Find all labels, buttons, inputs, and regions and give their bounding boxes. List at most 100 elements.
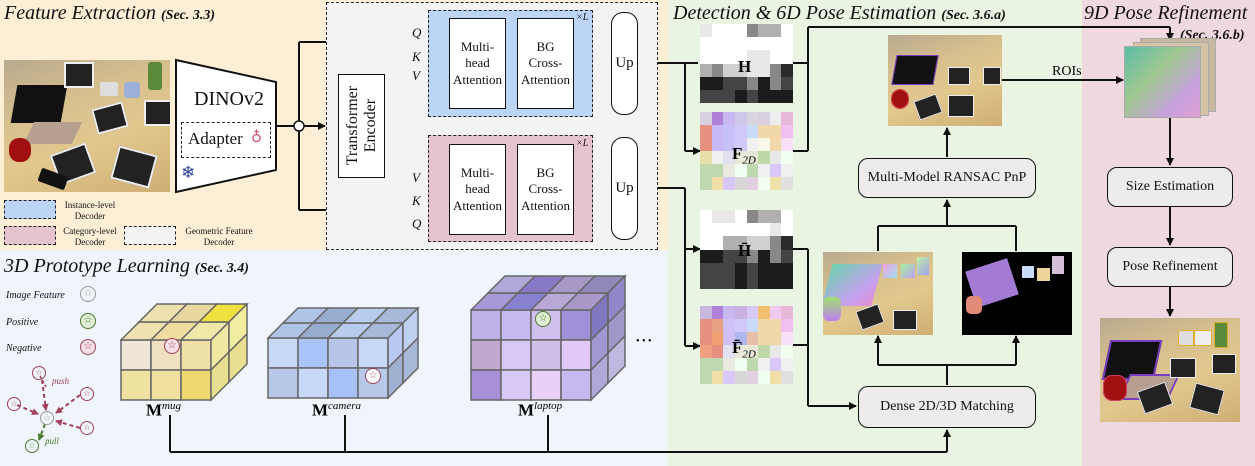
feature-extraction-title: Feature Extraction (Sec. 3.3) (4, 2, 215, 25)
positive-star-icon: ☆ (80, 313, 96, 329)
grid-cell (758, 37, 770, 51)
grid-cell (734, 76, 747, 90)
grid-cell (723, 262, 735, 276)
grid-cell (700, 249, 712, 263)
grid-cell (746, 275, 759, 289)
transformer-encoder-box: Transformer Encoder (338, 74, 385, 178)
legend-label-geometric: Geometric Feature Decoder (185, 226, 253, 247)
grid-cell (746, 24, 759, 38)
grid-cell (769, 89, 782, 103)
grid-cell (781, 249, 793, 263)
grid-cell (746, 371, 759, 384)
grid-cell (723, 37, 735, 51)
grid-cell (700, 63, 712, 77)
prototype-cube-mug (120, 303, 249, 402)
grid-cell (758, 24, 770, 38)
marker (1170, 358, 1196, 378)
grid-cell (781, 50, 793, 64)
grid-cell (700, 89, 712, 103)
size-estimation-box: Size Estimation (1107, 167, 1233, 207)
cube-cell (327, 367, 359, 399)
cube-cell (470, 369, 502, 401)
grid-cell (734, 306, 747, 319)
cube-cell (150, 369, 182, 401)
cube-cell (560, 309, 592, 341)
grid-cell (711, 275, 724, 289)
box-object (1194, 330, 1212, 346)
grid-cell (781, 164, 793, 177)
grid-cell (769, 37, 782, 51)
cube-cell (470, 339, 502, 371)
grid-cell (781, 125, 793, 138)
pull-label: pull (45, 436, 60, 446)
grid-cell (711, 50, 724, 64)
grid-cell (769, 358, 782, 371)
grid-cell (734, 262, 747, 276)
grid-cell (734, 151, 747, 164)
grid-cell (723, 164, 735, 177)
grid-cell (746, 345, 759, 358)
grid-cell (746, 125, 759, 138)
grid-cell (700, 275, 712, 289)
positive-star-icon: ☆ (25, 439, 39, 453)
grid-cell (769, 50, 782, 64)
legend-label-category: Category-level Decoder (63, 226, 117, 247)
prototype-class: mug (162, 400, 181, 412)
ransac-pnp-box: Multi-Model RANSAC PnP (858, 158, 1036, 198)
cube-cell (560, 339, 592, 371)
nocs-mug (823, 297, 841, 321)
feature-map-f2d-bar (700, 306, 793, 384)
grid-cell (781, 210, 793, 224)
marker (1189, 382, 1225, 416)
grid-cell (769, 177, 782, 190)
grid-cell (758, 275, 770, 289)
grid-cell (746, 249, 759, 263)
grid-cell (769, 345, 782, 358)
camera-object (1178, 330, 1194, 346)
grid-cell (711, 262, 724, 276)
section-ref: (Sec. 3.3) (161, 8, 216, 23)
grid-cell (769, 249, 782, 263)
legend-negative-label: Negative (6, 343, 42, 354)
grid-cell (781, 24, 793, 38)
laptop-base (23, 122, 83, 144)
cube-cell (500, 339, 532, 371)
grid-cell (734, 63, 747, 77)
grid-cell (758, 345, 770, 358)
input-label-q: Q (412, 25, 422, 40)
negative-star-icon: ☆ (80, 387, 94, 401)
grid-cell (769, 138, 782, 151)
f2d-bar-symbol: F̄ (732, 338, 743, 357)
grid-cell (700, 332, 712, 345)
grid-cell (711, 332, 724, 345)
cube-cell (530, 369, 562, 401)
grid-cell (734, 332, 747, 345)
grid-cell (711, 210, 724, 224)
grid-cell (723, 112, 735, 125)
marker (144, 100, 170, 126)
cube-cell (297, 337, 329, 369)
grid-cell (746, 50, 759, 64)
grid-cell (758, 249, 770, 263)
instance-bg-attention-box: BG Cross-Attention (517, 18, 574, 109)
heatmap-h-bar-label: H̄ (738, 241, 752, 260)
prototype-cube-camera (267, 307, 420, 400)
prototype-learning-title: 3D Prototype Learning (Sec. 3.4) (4, 255, 249, 278)
grid-cell (758, 63, 770, 77)
adapter-box (181, 122, 271, 158)
can (148, 62, 162, 90)
grid-cell (769, 24, 782, 38)
cube-cell (500, 369, 532, 401)
dense-matching-box: Dense 2D/3D Matching (858, 386, 1036, 428)
grid-cell (746, 210, 759, 224)
cube-cell (470, 309, 502, 341)
grid-cell (758, 371, 770, 384)
cube-cell (297, 367, 329, 399)
cube-cell (120, 339, 152, 371)
legend-label-instance: Instance-level Decoder (64, 200, 116, 221)
marker (1212, 354, 1236, 374)
grid-cell (758, 223, 770, 237)
grid-cell (781, 262, 793, 276)
grid-cell (700, 138, 712, 151)
f2d-subscript: 2D (742, 154, 756, 167)
